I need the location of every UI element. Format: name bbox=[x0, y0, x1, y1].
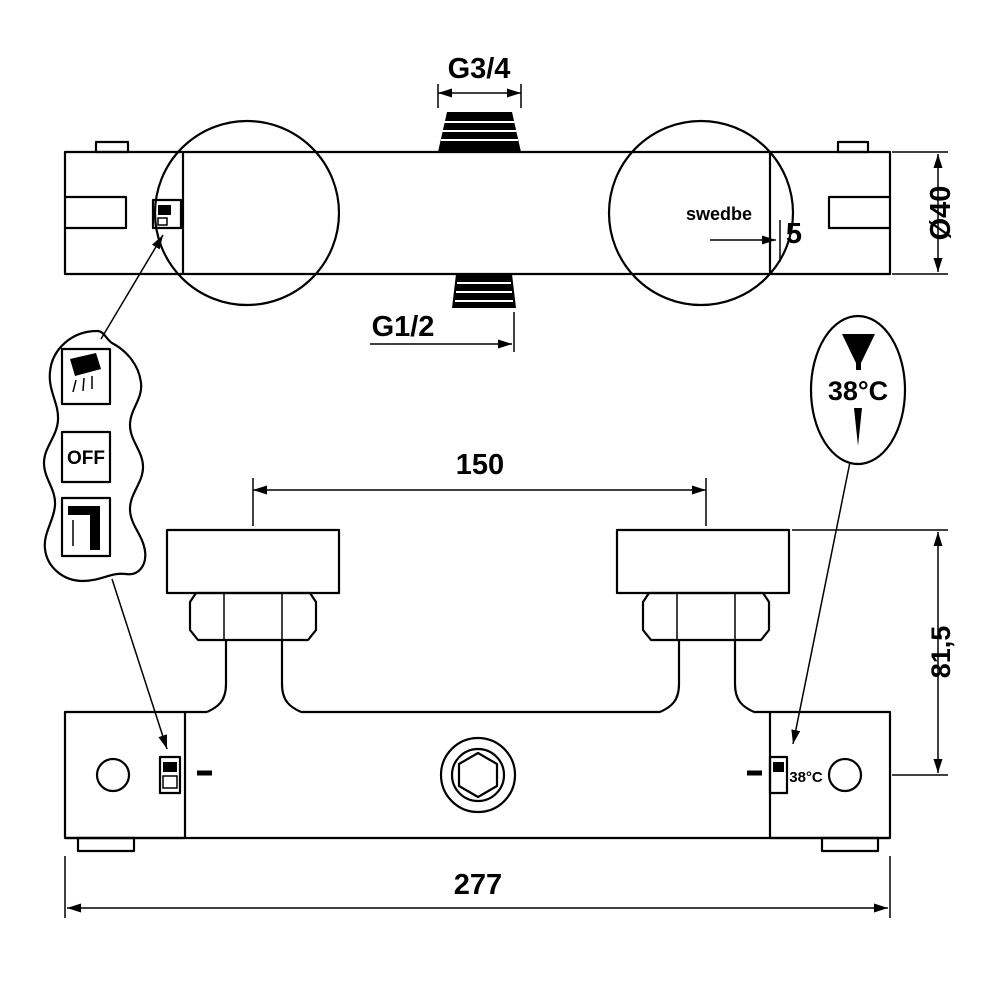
bottom-thread bbox=[452, 274, 516, 308]
dim-5: 5 bbox=[710, 218, 802, 262]
left-pipe bbox=[206, 640, 302, 714]
dim-277: 277 bbox=[64, 856, 891, 918]
off-label: OFF bbox=[67, 448, 105, 469]
left-mount-hole bbox=[95, 757, 131, 793]
thread-top-label: G3/4 bbox=[448, 53, 511, 85]
left-riser bbox=[165, 528, 341, 714]
left-foot bbox=[76, 836, 136, 853]
diameter-dim-label: Ø40 bbox=[925, 186, 957, 241]
left-flange bbox=[165, 528, 341, 595]
temperature-knob-front-view bbox=[768, 755, 789, 795]
left-block bbox=[63, 710, 187, 840]
leader-lines bbox=[100, 234, 851, 750]
left-top-tab bbox=[94, 140, 130, 154]
hex-socket bbox=[457, 751, 499, 799]
right-escutcheon-circle bbox=[607, 119, 795, 307]
dim-815: 81,5 bbox=[792, 529, 956, 776]
offset-dim-label: 5 bbox=[786, 218, 802, 250]
right-pipe bbox=[659, 640, 755, 714]
dim-g34: G3/4 bbox=[437, 53, 522, 108]
top-thread bbox=[438, 112, 521, 152]
thread-bottom-label: G1/2 bbox=[372, 311, 435, 343]
front-view: 38°C 150 81,5 bbox=[63, 449, 956, 918]
temperature-callout: 38°C bbox=[809, 314, 907, 466]
right-end-slot bbox=[827, 195, 890, 230]
overall-width-label: 277 bbox=[454, 869, 502, 901]
right-foot bbox=[820, 836, 880, 853]
leader-to-top-knob bbox=[100, 234, 164, 340]
temperature-label: 38°C bbox=[828, 376, 888, 406]
top-view: G3/4 G1/2 swedbe 5 Ø40 bbox=[63, 53, 957, 352]
left-end-slot bbox=[65, 195, 128, 230]
right-mount-hole bbox=[827, 757, 863, 793]
right-riser bbox=[615, 528, 791, 714]
mode-callout: OFF bbox=[42, 329, 147, 583]
mode-tap bbox=[60, 496, 112, 558]
diverter-knob-front-view bbox=[158, 755, 182, 795]
mode-shower bbox=[60, 347, 112, 406]
dim-150: 150 bbox=[252, 449, 707, 526]
callout-ellipse-outline bbox=[809, 314, 907, 466]
shower-icon bbox=[70, 353, 101, 376]
temperature-mark-label: 38°C bbox=[789, 769, 823, 786]
right-top-tab bbox=[836, 140, 870, 154]
left-escutcheon-circle bbox=[153, 119, 341, 307]
brand-label: swedbe bbox=[686, 204, 752, 224]
leader-to-temp-mark bbox=[791, 461, 851, 745]
center-boss bbox=[439, 736, 517, 814]
leader-to-front-knob bbox=[111, 578, 168, 750]
knob-glyph bbox=[158, 205, 171, 215]
diverter-knob-top-view bbox=[151, 198, 183, 230]
down-arrow-icon bbox=[854, 408, 862, 446]
mixer-bar-body bbox=[63, 150, 892, 276]
dim-d40: Ø40 bbox=[892, 151, 957, 275]
height-dim-label: 81,5 bbox=[926, 626, 956, 679]
shower-spray-icon bbox=[72, 376, 93, 393]
left-nut bbox=[188, 591, 318, 642]
callout-blob-outline bbox=[42, 329, 147, 583]
dim-g12: G1/2 bbox=[370, 311, 515, 352]
connection-spacing-label: 150 bbox=[456, 449, 504, 481]
tap-icon bbox=[90, 506, 100, 550]
mode-off: OFF bbox=[60, 430, 112, 484]
right-flange bbox=[615, 528, 791, 595]
right-nut bbox=[641, 591, 771, 642]
temp-limiter-icon bbox=[842, 334, 875, 370]
